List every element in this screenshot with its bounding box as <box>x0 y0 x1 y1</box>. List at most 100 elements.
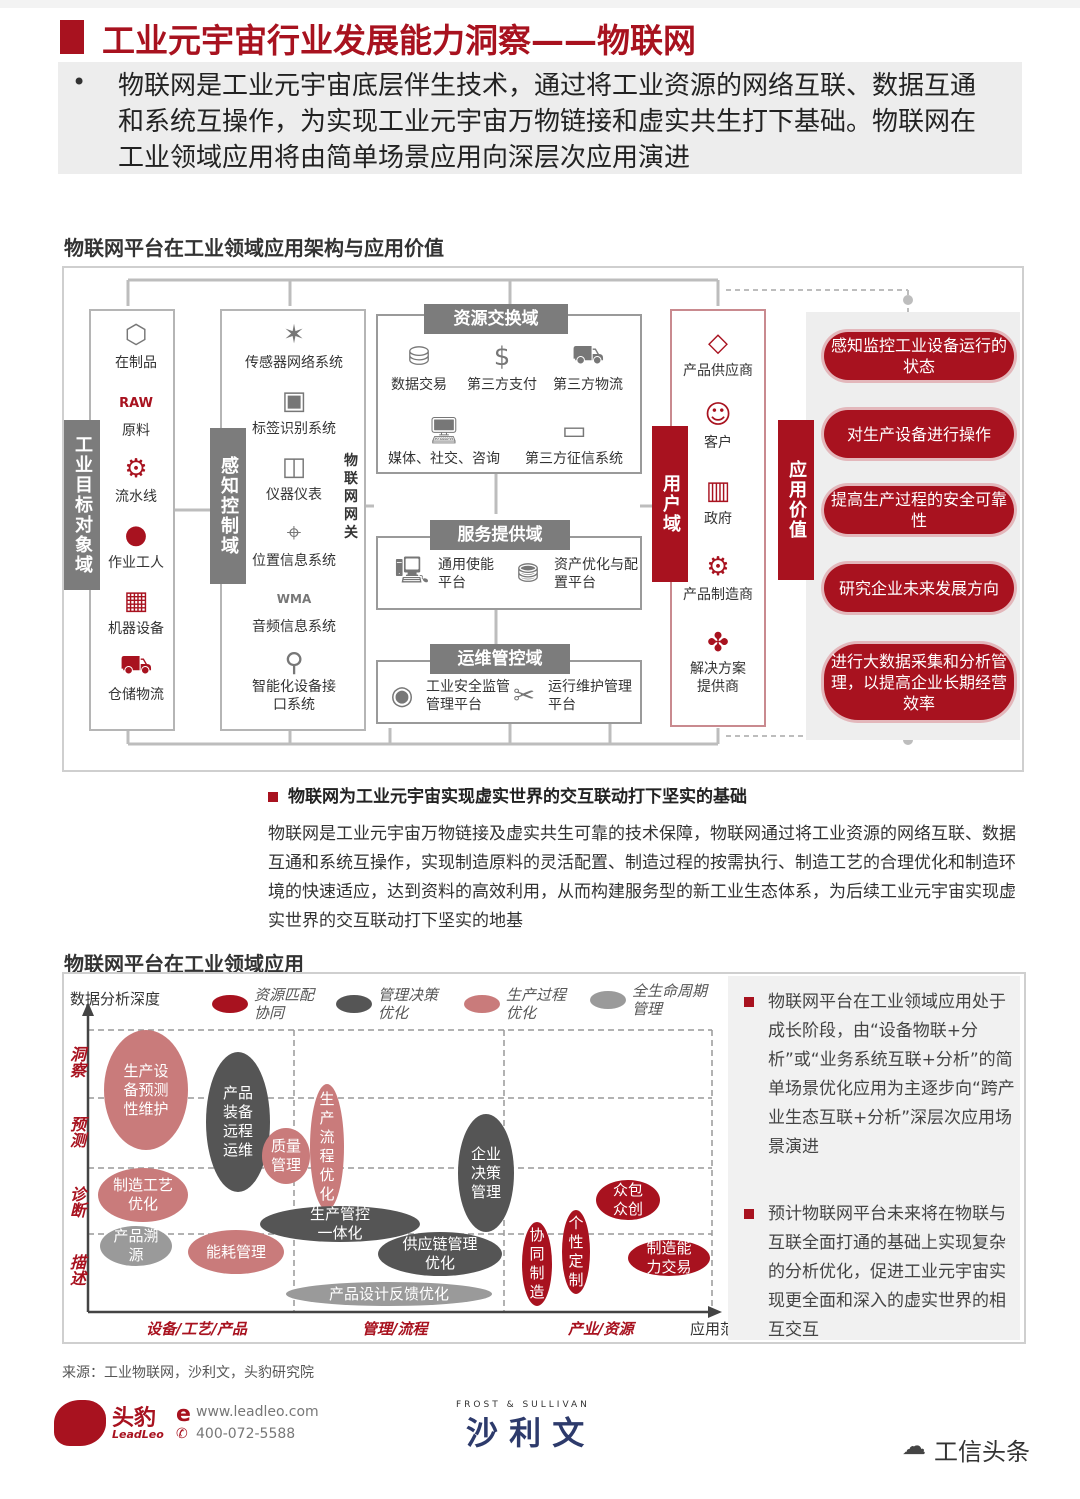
service-item-label: 资产优化与配置平台 <box>554 557 638 591</box>
target-item-label: 仓储物流 <box>108 687 164 703</box>
sensing-item: ⌖位置信息系统 <box>224 516 364 582</box>
website: www.leadleo.com <box>196 1404 319 1420</box>
user-item-label: 客户 <box>704 435 732 451</box>
user-item: ✤解决方案提供商 <box>676 626 760 696</box>
bubble-label: 个性定制 <box>568 1214 584 1289</box>
tag-icon: ▣ <box>281 386 307 416</box>
middle-heading-text: 物联网为工业元宇宙实现虚实世界的交互联动打下坚实的基础 <box>288 787 747 807</box>
note: 预计物联网平台未来将在物联与互联全面打通的基础上实现复杂的分析优化，促进工业元宇… <box>744 1200 1016 1345</box>
user-list: ◇产品供应商 ☺客户 ▥政府 ⚙产品制造商 ✤解决方案提供商 <box>676 326 760 696</box>
bubble-label: 生产流程优化 <box>319 1090 335 1203</box>
bubble-label: 生产设备预测性维护 <box>123 1061 169 1118</box>
target-item-label: 原料 <box>122 423 150 439</box>
ops-item: ◉工业安全监管管理平台 <box>382 678 510 714</box>
chart-bubble: 制造工艺优化 <box>98 1168 188 1222</box>
note: 物联网平台在工业领域应用处于成长阶段，由“设备物联+分析”或“业务系统互联+分析… <box>744 988 1016 1162</box>
desktop-icon: 🖳 <box>394 556 430 586</box>
bubble-label: 协同制造 <box>529 1226 545 1301</box>
value-pill: 研究企业未来发展方向 <box>824 564 1014 612</box>
source-note: 来源：工业物联网，沙利文，头豹研究院 <box>62 1365 314 1381</box>
ops-item-label: 工业安全监管管理平台 <box>426 679 510 713</box>
phone-icon: ✆ <box>176 1426 188 1442</box>
title-accent-bar <box>60 20 84 54</box>
truck-icon: ⛟ <box>571 340 605 370</box>
sensing-item-label: 仪器仪表 <box>266 487 322 503</box>
target-item-label: 流水线 <box>115 489 157 505</box>
chart-bubble: 企业决策管理 <box>458 1114 514 1232</box>
gear-wrench-icon: ⚙ <box>706 552 730 582</box>
service-item: ⛃ 资产优化与配置平台 <box>508 556 640 592</box>
chart-bubble: 产品溯源 <box>100 1226 172 1266</box>
intro-box <box>58 62 1022 174</box>
architecture-title: 物联网平台在工业领域应用架构与应用价值 <box>64 236 444 260</box>
legend-swatch <box>212 995 248 1013</box>
assembly-line-icon: ⚙ <box>124 454 148 484</box>
page-title: 工业元宇宙行业发展能力洞察——物联网 <box>102 21 696 60</box>
target-item-label: 机器设备 <box>108 621 164 637</box>
sensing-item-label: 传感器网络系统 <box>245 355 343 371</box>
sensing-item: ✶ 传感器网络系统 <box>224 318 364 384</box>
y-tick-label: 洞察 <box>67 1046 86 1078</box>
legend-label: 管理决策优化 <box>378 986 439 1022</box>
legend-swatch <box>464 995 500 1013</box>
x-tick-label: 管理/流程 <box>362 1320 428 1338</box>
x-tick-label: 设备/工艺/产品 <box>146 1320 247 1338</box>
target-item: ⬡在制品 <box>102 318 170 386</box>
bullet-square <box>744 1209 754 1219</box>
sensing-item-label: 智能化设备接口系统 <box>252 679 336 713</box>
location-icon: ⌖ <box>286 517 302 548</box>
machine-icon: ▦ <box>123 586 149 616</box>
value-pill: 提高生产过程的安全可靠性 <box>824 486 1014 534</box>
user-item-label: 产品制造商 <box>683 587 753 603</box>
database-icon: ⛁ <box>408 342 430 372</box>
middle-heading: 物联网为工业元宇宙实现虚实世界的交互联动打下坚实的基础 <box>268 782 747 807</box>
target-item: ●作业工人 <box>102 518 170 584</box>
user-domain-label: 用户域 <box>652 426 688 582</box>
target-item: ▦ 机器设备 <box>102 584 170 650</box>
user-item: ▥政府 <box>676 474 760 550</box>
resource-item: ⛟ 第三方物流 <box>548 340 628 394</box>
target-column <box>89 309 175 731</box>
service-domain-title: 服务提供域 <box>430 520 570 550</box>
chart-bubble: 生产设备预测性维护 <box>104 1030 188 1150</box>
bullet-square <box>268 792 278 802</box>
sensing-domain-label: 感知控制域 <box>210 428 246 584</box>
resource-item-label: 第三方物流 <box>553 377 623 393</box>
chart-bubble: 协同制造 <box>522 1222 552 1306</box>
shapes-icon: ◇ <box>708 328 728 358</box>
chart-bubble: 产品装备远程运维 <box>206 1052 270 1192</box>
bubble-label: 质量管理 <box>270 1137 301 1174</box>
resource-item-label: 第三方征信系统 <box>525 451 623 467</box>
resource-item-label: 第三方支付 <box>467 377 537 393</box>
bullet-square <box>744 997 754 1007</box>
chart-bubble: 生产管控一体化 <box>260 1205 420 1242</box>
partner-logo-text: 沙 利 文 <box>466 1414 585 1452</box>
resource-domain-title: 资源交换域 <box>424 304 568 334</box>
legend-swatch <box>590 991 626 1009</box>
network-icon: ✶ <box>283 320 305 350</box>
legend-item: 资源匹配协同 <box>212 986 324 1022</box>
sensing-item: ▣ 标签识别系统 <box>224 384 364 450</box>
user-item-label: 解决方案提供商 <box>690 661 746 695</box>
legend-swatch <box>336 995 372 1013</box>
top-strip <box>0 0 1080 8</box>
ops-item-label: 运行维护管理平台 <box>548 679 632 713</box>
gateway-label: 物联网网关 <box>344 453 358 541</box>
intro-bullet: • <box>72 68 87 96</box>
service-item: 🖳通用使能平台 <box>392 556 494 592</box>
coins-icon: ⛃ <box>517 559 539 589</box>
wechat-icon: ☁ <box>902 1432 926 1460</box>
bubble-label: 生产管控一体化 <box>309 1205 370 1242</box>
ops-item: ✂ 运行维护管理平台 <box>504 678 634 714</box>
bubble-label: 企业决策管理 <box>470 1144 501 1201</box>
brand-en: LeadLeo <box>112 1428 164 1441</box>
chart-bubble: 生产流程优化 <box>310 1084 344 1210</box>
intro-text: 物联网是工业元宇宙底层伴生技术，通过将工业资源的网络互联、数据互通和系统互操作，… <box>118 71 977 173</box>
audio-file-icon: WMA <box>276 592 312 606</box>
user-item-label: 产品供应商 <box>683 363 753 379</box>
sensing-item-label: 标签识别系统 <box>252 421 336 437</box>
tools-icon: ✂ <box>513 681 535 711</box>
user-item-label: 政府 <box>704 511 732 527</box>
resource-item: 🖥媒体、社交、咨询 <box>382 414 506 468</box>
